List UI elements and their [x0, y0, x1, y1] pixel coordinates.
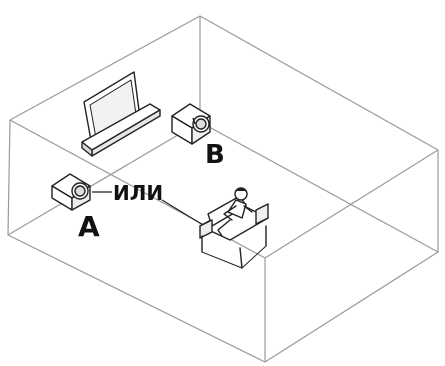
connector-line: [161, 199, 209, 229]
label-or: ИЛИ: [113, 181, 163, 205]
room-outline: [7, 15, 439, 363]
subwoofer-b-icon: [171, 103, 211, 145]
person-on-couch-icon: [199, 187, 269, 269]
label-position-b: B: [205, 140, 225, 170]
label-position-a: A: [78, 210, 100, 243]
soundbar-icon: [81, 103, 161, 157]
subwoofer-a-icon: [51, 173, 91, 211]
